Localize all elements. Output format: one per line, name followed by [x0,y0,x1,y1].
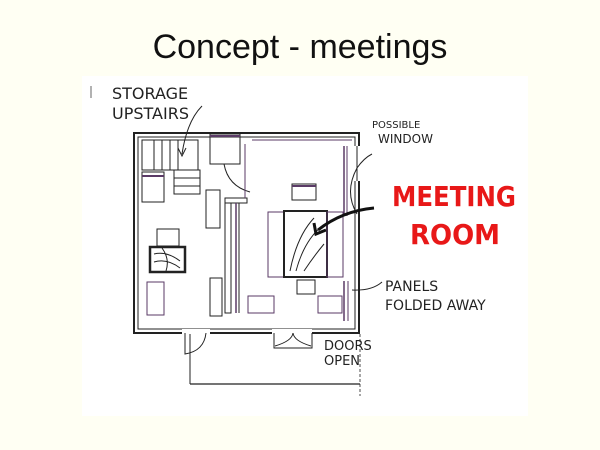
label-window-1: POSSIBLE [372,120,420,131]
meeting-table [267,183,344,295]
floor-plan-sketch: STORAGE UPSTAIRS POSSIBLE WINDOW MEETING… [82,76,528,416]
label-room: ROOM [410,218,500,251]
outer-walls [133,132,360,334]
slide-title: Concept - meetings [152,28,448,66]
label-doors-1: DOORS [324,339,372,354]
partition-wall [224,144,248,314]
label-doors-2: OPEN [324,354,360,369]
label-storage-1: STORAGE [112,84,188,103]
label-storage-2: UPSTAIRS [112,104,189,123]
label-panels-2: FOLDED AWAY [385,298,486,314]
label-panels-1: PANELS [385,279,438,295]
label-meeting: MEETING [392,180,516,213]
stairs [141,139,201,195]
label-window-2: WINDOW [378,132,433,146]
